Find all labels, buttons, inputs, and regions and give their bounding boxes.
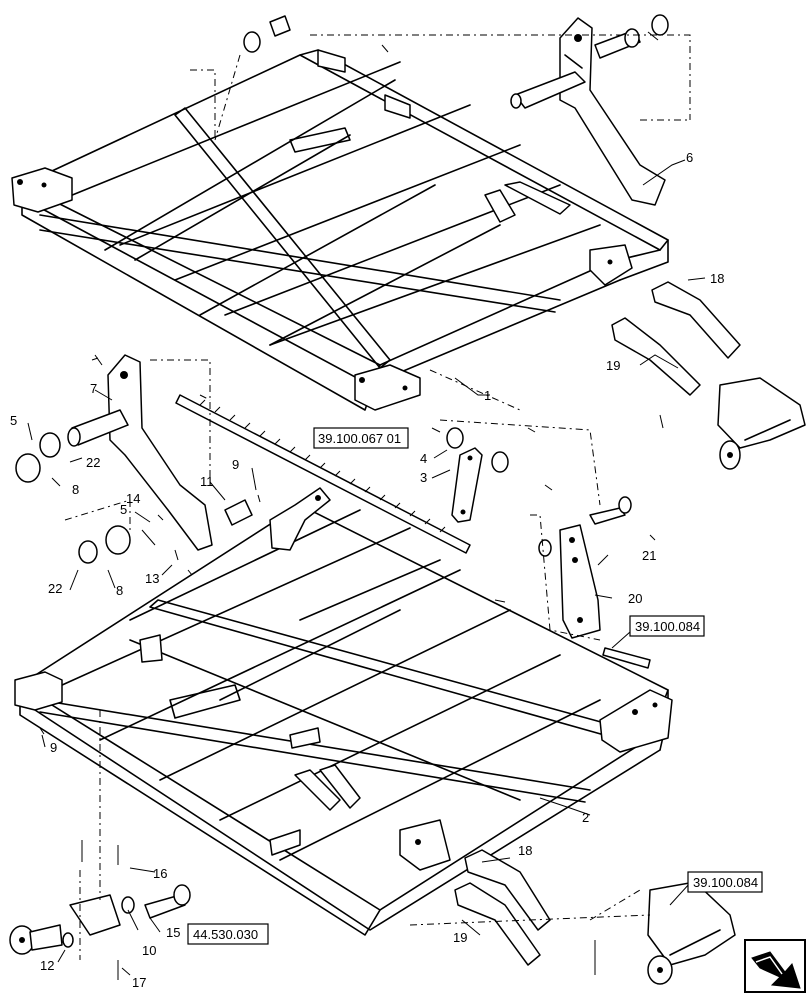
callout-20: 20 xyxy=(628,591,642,606)
link-arm-part-18-lower xyxy=(464,849,551,931)
wheel-hub-upper xyxy=(717,377,806,470)
callout-18b: 18 xyxy=(518,843,532,858)
side-plate-part-20 xyxy=(559,524,601,639)
callout-19a: 19 xyxy=(606,358,620,373)
leader-lines xyxy=(27,159,706,976)
hitch-mast-part-6 xyxy=(243,14,669,206)
reference-link-4[interactable]: 44.530.030 xyxy=(187,923,269,945)
callout-9b: 9 xyxy=(50,740,57,755)
callout-10: 10 xyxy=(142,943,156,958)
callout-8b: 8 xyxy=(116,583,123,598)
reference-label-4[interactable]: 44.530.030 xyxy=(193,927,258,942)
reference-link-1[interactable]: 39.100.067 01 xyxy=(313,427,409,449)
callout-8a: 8 xyxy=(72,482,79,497)
link-plate-part-3 xyxy=(451,447,483,523)
washer-part-4 xyxy=(446,427,509,473)
adjuster-ref-link xyxy=(602,647,651,669)
callout-labels: 1 2 3 4 5 5 6 7 8 8 9 9 10 11 12 13 14 1… xyxy=(10,150,724,990)
callout-5a: 5 xyxy=(10,413,17,428)
callout-14: 14 xyxy=(126,491,140,506)
callout-21: 21 xyxy=(642,548,656,563)
reference-label-1[interactable]: 39.100.067 01 xyxy=(318,431,401,446)
upper-frame-part-1 xyxy=(11,49,669,411)
link-arm-part-19-upper xyxy=(611,317,701,396)
hardware-bolts xyxy=(39,44,664,980)
spring-rod xyxy=(175,394,471,554)
callout-13: 13 xyxy=(145,571,159,586)
reference-label-3[interactable]: 39.100.084 xyxy=(693,875,758,890)
pin-part-21 xyxy=(538,496,632,557)
lower-frame-part-2 xyxy=(14,487,673,936)
callout-19b: 19 xyxy=(453,930,467,945)
callout-22b: 22 xyxy=(48,581,62,596)
callout-6: 6 xyxy=(686,150,693,165)
callout-18a: 18 xyxy=(710,271,724,286)
callout-2: 2 xyxy=(582,810,589,825)
wheel-hub-lower xyxy=(647,881,736,985)
reference-label-2[interactable]: 39.100.084 xyxy=(635,619,700,634)
link-arm-part-18-upper xyxy=(651,281,741,359)
link-arm-part-19-lower xyxy=(454,882,541,966)
callout-9a: 9 xyxy=(232,457,239,472)
callout-22a: 22 xyxy=(86,455,100,470)
callout-16: 16 xyxy=(153,866,167,881)
callout-17: 17 xyxy=(132,975,146,990)
bushing-part-5-lower xyxy=(78,525,131,564)
reference-link-2[interactable]: 39.100.084 xyxy=(629,615,705,637)
hitch-mast-part-7 xyxy=(15,354,213,551)
callout-4: 4 xyxy=(420,451,427,466)
callout-11: 11 xyxy=(200,474,214,489)
next-page-arrow-icon[interactable] xyxy=(744,939,806,993)
callout-15: 15 xyxy=(166,925,180,940)
callout-3: 3 xyxy=(420,470,427,485)
callout-12: 12 xyxy=(40,958,54,973)
callout-7: 7 xyxy=(90,381,97,396)
callout-1: 1 xyxy=(484,388,491,403)
bolt-part-11 xyxy=(224,499,253,526)
reference-link-3[interactable]: 39.100.084 xyxy=(687,871,763,893)
hub-assembly-lower-left xyxy=(9,884,191,955)
callout-5b: 5 xyxy=(120,502,127,517)
